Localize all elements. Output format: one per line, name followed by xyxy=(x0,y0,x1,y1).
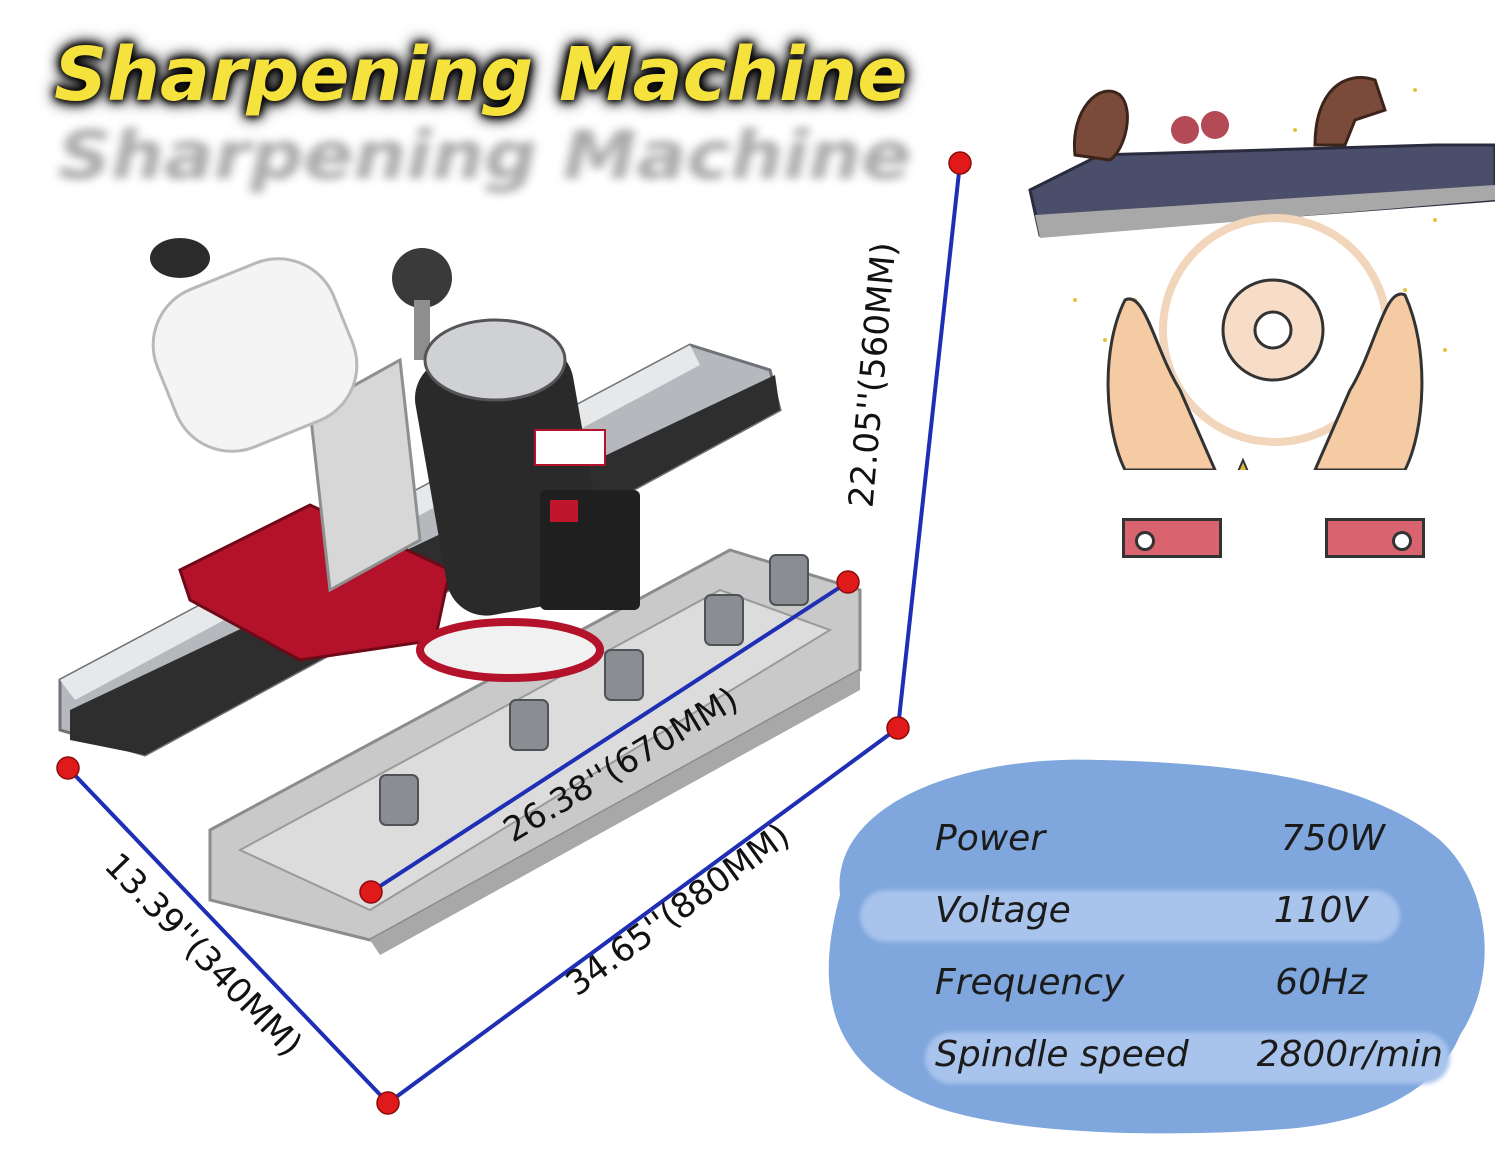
spec-value: 110V xyxy=(1273,890,1367,931)
sharpening-illustration xyxy=(1028,76,1495,470)
spec-blob xyxy=(828,759,1485,1134)
spec-value: 750W xyxy=(1280,818,1385,859)
voltage-highlight xyxy=(860,890,1400,942)
hand-plane-icon xyxy=(1028,76,1495,238)
spec-label: Voltage xyxy=(935,890,1071,931)
spec-row-spindle-speed: Spindle speed 2800r/min xyxy=(935,1034,1455,1084)
sparkle-icon xyxy=(1237,457,1249,470)
height-line xyxy=(896,162,962,729)
cuff-left xyxy=(1122,518,1222,558)
marker xyxy=(359,880,383,904)
cuff-right xyxy=(1325,518,1425,558)
page-title: Sharpening Machine xyxy=(54,32,908,118)
bottom-length-line xyxy=(386,726,900,1105)
title-block: Sharpening Machine Sharpening Machine xyxy=(40,18,940,218)
spindle-speed-highlight xyxy=(925,1032,1450,1084)
marker xyxy=(56,756,80,780)
hands-icon xyxy=(1106,292,1424,470)
spec-label: Frequency xyxy=(935,962,1125,1003)
marker xyxy=(836,570,860,594)
machine-illustration xyxy=(58,238,862,955)
marker xyxy=(886,716,910,740)
spec-row-voltage: Voltage 110V xyxy=(935,890,1455,940)
width-line xyxy=(66,766,390,1105)
spec-label: Power xyxy=(935,818,1046,859)
spec-row-power: Power 750W xyxy=(935,818,1455,868)
spec-value: 2800r/min xyxy=(1256,1034,1443,1075)
top-length-line xyxy=(369,580,850,894)
spec-row-frequency: Frequency 60Hz xyxy=(935,962,1455,1012)
marker xyxy=(948,151,972,175)
spec-value: 60Hz xyxy=(1275,962,1367,1003)
title-shadow: Sharpening Machine xyxy=(58,117,912,195)
marker xyxy=(376,1091,400,1115)
spec-label: Spindle speed xyxy=(935,1034,1189,1075)
